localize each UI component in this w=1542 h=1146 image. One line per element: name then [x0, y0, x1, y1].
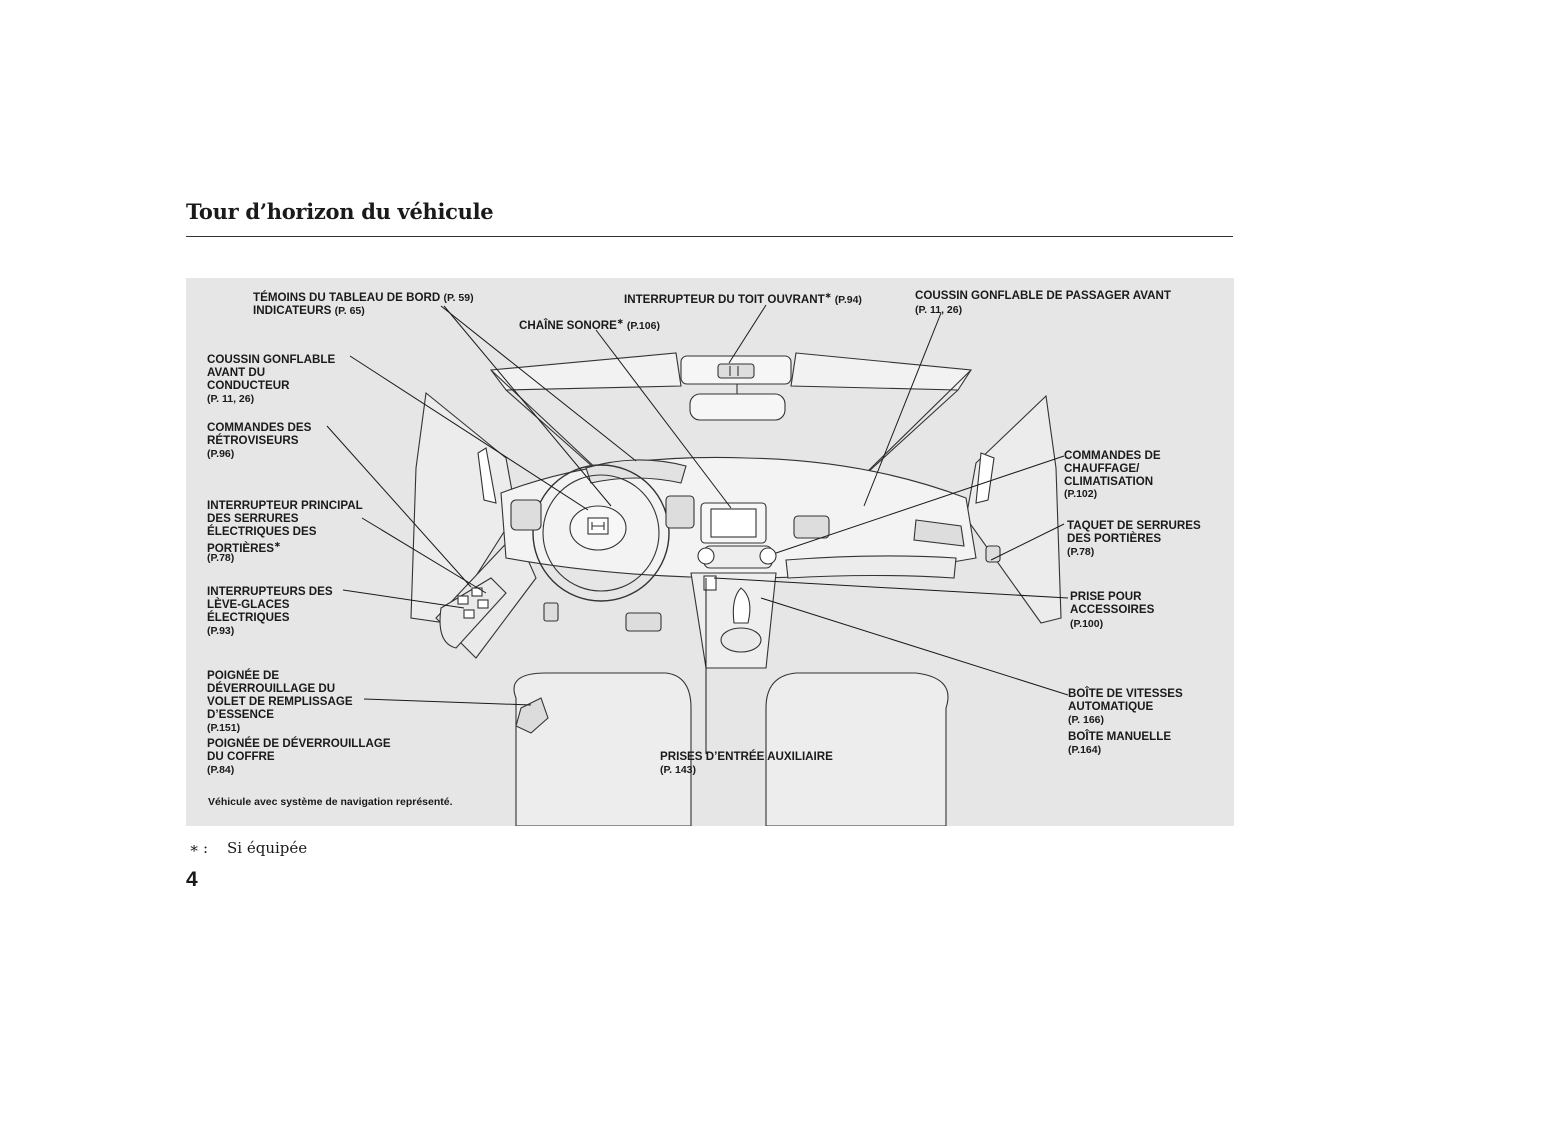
label-prise: PRISE POUR ACCESSOIRES — [1070, 590, 1155, 616]
label-chauffage: COMMANDES DE CHAUFFAGE/ CLIMATISATION — [1064, 449, 1161, 488]
diagram-caption: Véhicule avec système de navigation repr… — [208, 796, 453, 808]
page-title: Tour d’horizon du véhicule — [186, 199, 494, 224]
label-taquet-page: (P.78) — [1067, 546, 1095, 558]
label-coussin-passager-page: (P. 11, 26) — [915, 304, 963, 316]
label-retroviseurs-page: (P.96) — [207, 448, 235, 460]
label-boite-auto: BOÎTE DE VITESSES AUTOMATIQUE — [1068, 687, 1183, 713]
label-boite-auto-page: (P. 166) — [1068, 714, 1104, 726]
label-chaine-sonore: CHAÎNE SONORE∗ (P.106) — [519, 317, 660, 332]
label-coffre: POIGNÉE DE DÉVERROUILLAGE DU COFFRE — [207, 737, 391, 763]
label-leve-glaces-page: (P.93) — [207, 625, 235, 637]
label-coffre-page: (P.84) — [207, 764, 235, 776]
dashboard-illustration — [410, 352, 1062, 826]
label-indicateurs: INDICATEURS (P. 65) — [253, 304, 365, 317]
label-chauffage-page: (P.102) — [1064, 488, 1098, 500]
label-auxiliaire-page: (P. 143) — [660, 764, 696, 776]
label-serrures: INTERRUPTEUR PRINCIPAL DES SERRURES ÉLEC… — [207, 499, 363, 555]
label-coussin-passager: COUSSIN GONFLABLE DE PASSAGER AVANT — [915, 289, 1171, 302]
leader-lines — [326, 304, 1069, 754]
title-rule — [186, 236, 1233, 237]
label-boite-manuelle-page: (P.164) — [1068, 744, 1102, 756]
label-auxiliaire: PRISES D’ENTRÉE AUXILIAIRE — [660, 750, 833, 763]
label-taquet: TAQUET DE SERRURES DES PORTIÈRES — [1067, 519, 1201, 545]
label-retroviseurs: COMMANDES DES RÉTROVISEURS — [207, 421, 312, 447]
label-volet-essence: POIGNÉE DE DÉVERROUILLAGE DU VOLET DE RE… — [207, 669, 353, 721]
footnote: ∗: Si équipée — [189, 839, 307, 857]
label-coussin-conducteur: COUSSIN GONFLABLE AVANT DU CONDUCTEUR — [207, 353, 336, 392]
label-boite-manuelle: BOÎTE MANUELLE — [1068, 730, 1172, 743]
footnote-symbol: ∗ — [189, 839, 200, 857]
label-serrures-page: (P.78) — [207, 552, 235, 564]
footnote-text: Si équipée — [227, 839, 308, 857]
label-temoins: TÉMOINS DU TABLEAU DE BORD (P. 59) — [253, 291, 474, 304]
vehicle-overview-diagram: TÉMOINS DU TABLEAU DE BORD (P. 59) INDIC… — [186, 278, 1234, 826]
footnote-colon: : — [203, 839, 209, 857]
page-number: 4 — [186, 868, 198, 891]
label-leve-glaces: INTERRUPTEURS DES LÈVE-GLACES ÉLECTRIQUE… — [207, 585, 333, 624]
label-prise-page: (P.100) — [1070, 618, 1104, 630]
label-toit-ouvrant: INTERRUPTEUR DU TOIT OUVRANT∗ (P.94) — [624, 291, 862, 306]
label-coussin-conducteur-page: (P. 11, 26) — [207, 393, 255, 405]
label-volet-essence-page: (P.151) — [207, 722, 241, 734]
